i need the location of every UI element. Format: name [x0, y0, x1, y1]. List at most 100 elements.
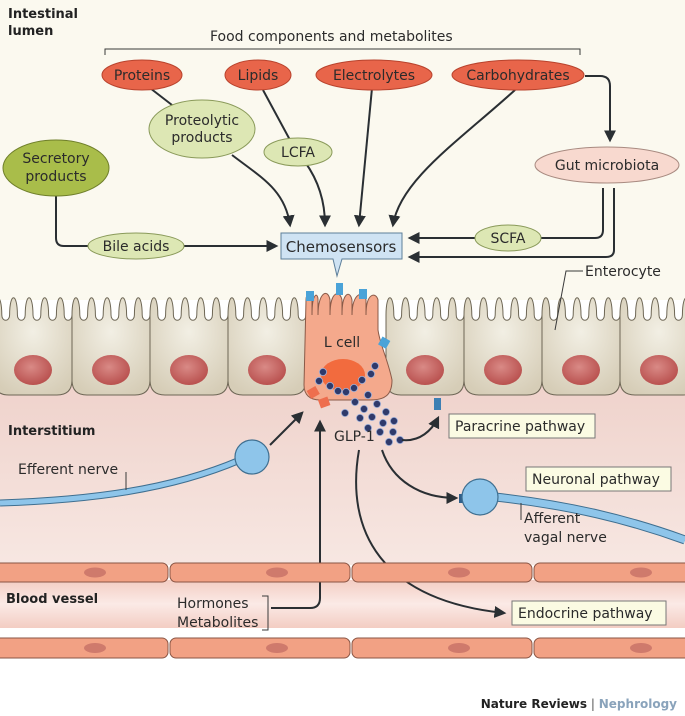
region-label-interstitium: Interstitium [8, 424, 95, 439]
endothelial-nucleus [84, 643, 106, 653]
credit-line: Nature Reviews | Nephrology [481, 697, 677, 711]
endothelial-nucleus [448, 643, 470, 653]
glp1-granule [366, 369, 375, 378]
glp1-granule [340, 408, 349, 417]
node-secretory-products[interactable]: Secretory products [2, 139, 110, 197]
endothelial-nucleus [630, 643, 652, 653]
food-items: Proteins Lipids Electrolytes Carbohydrat… [101, 59, 585, 91]
food-node-carbohydrates[interactable]: Carbohydrates [451, 59, 585, 91]
glp1-granule [349, 383, 358, 392]
glp1-granule [367, 412, 376, 421]
nucleus [170, 355, 208, 385]
food-components-label: Food components and metabolites [210, 29, 453, 45]
glp1-granule [381, 407, 390, 416]
receptor-icon [336, 283, 343, 295]
enterocyte-cell [619, 297, 685, 396]
food-node-lipids[interactable]: Lipids [224, 59, 292, 91]
neuronal-arrow [381, 449, 459, 504]
node-bile-acids[interactable]: Bile acids [87, 232, 185, 260]
glp1-granule [370, 361, 379, 370]
svg-text:Carbohydrates: Carbohydrates [466, 68, 569, 84]
glp1-label: GLP-1 [334, 429, 375, 445]
region-label-blood-vessel: Blood vessel [6, 592, 98, 607]
svg-text:Neuronal pathway: Neuronal pathway [532, 472, 660, 488]
svg-text:LCFA: LCFA [281, 145, 315, 161]
food-node-electrolytes[interactable]: Electrolytes [315, 59, 433, 91]
receptor-icon [306, 291, 314, 301]
glp1-granule [372, 399, 381, 408]
enterocyte-leader-line [554, 270, 583, 331]
bottom-background [0, 660, 685, 716]
connectors [55, 75, 616, 263]
node-scfa[interactable]: SCFA [474, 224, 542, 252]
hormones-label: Hormones [177, 596, 249, 612]
hormones-bracket [262, 595, 269, 631]
receptor-icon [359, 289, 367, 299]
node-gut-microbiota[interactable]: Gut microbiota [534, 146, 680, 184]
food-node-proteins[interactable]: Proteins [101, 59, 183, 91]
blood-vessel-walls [0, 562, 685, 659]
receptor-icon [378, 336, 391, 349]
enterocyte-label: Enterocyte [585, 264, 661, 280]
nucleus [562, 355, 600, 385]
svg-text:products: products [171, 130, 232, 146]
endocrine-arrow [355, 449, 507, 618]
nucleus [640, 355, 678, 385]
enterocyte-cell [463, 297, 543, 396]
paracrine-pathway-box[interactable]: Paracrine pathway [448, 413, 596, 439]
nucleus [92, 355, 130, 385]
glp1-granule [341, 387, 350, 396]
node-lcfa[interactable]: LCFA [263, 137, 333, 167]
svg-text:Electrolytes: Electrolytes [333, 68, 415, 84]
enterocyte-cell [71, 297, 151, 396]
afferent-vagal-nerve[interactable] [461, 478, 685, 545]
neuronal-pathway-box[interactable]: Neuronal pathway [525, 466, 672, 492]
chemosensors-box[interactable]: Chemosensors [280, 232, 403, 278]
endothelial-nucleus [266, 567, 288, 578]
svg-text:Endocrine pathway: Endocrine pathway [518, 606, 653, 622]
endothelial-cell [0, 562, 169, 583]
glp1-granules [314, 361, 404, 446]
glp1-granule [388, 427, 397, 436]
endothelial-nucleus [448, 567, 470, 578]
endocrine-pathway-box[interactable]: Endocrine pathway [511, 600, 667, 626]
endothelial-nucleus [630, 567, 652, 578]
svg-text:Bile acids: Bile acids [103, 239, 170, 255]
endothelial-cell [351, 637, 533, 659]
epithelium [0, 297, 685, 396]
node-proteolytic-products[interactable]: Proteolytic products [148, 99, 256, 159]
svg-text:Lipids: Lipids [238, 68, 279, 84]
svg-text:Secretory: Secretory [22, 151, 89, 167]
food-bracket [104, 48, 581, 55]
glp1-granule [350, 397, 359, 406]
svg-text:Chemosensors: Chemosensors [286, 238, 397, 256]
glp1-granule [314, 376, 323, 385]
endothelial-cell [533, 637, 685, 659]
glp1-granule [363, 423, 372, 432]
enterocyte-cell [149, 297, 229, 396]
endothelial-cell [169, 562, 351, 583]
efferent-nerve-label: Efferent nerve [18, 462, 118, 478]
enterocyte-cell [0, 297, 73, 396]
nucleus [248, 355, 286, 385]
svg-text:Proteolytic: Proteolytic [165, 113, 239, 129]
glp1-granule [357, 375, 366, 384]
enterocyte-cell [541, 297, 621, 396]
glp1-granule [389, 416, 398, 425]
metabolites-label: Metabolites [177, 615, 258, 631]
nucleus [406, 355, 444, 385]
efferent-nerve[interactable] [0, 439, 270, 507]
enterocyte-cell [227, 297, 307, 396]
svg-text:Proteins: Proteins [114, 68, 170, 84]
endothelial-cell [351, 562, 533, 583]
svg-text:L cell: L cell [324, 335, 360, 351]
svg-text:Paracrine pathway: Paracrine pathway [455, 419, 585, 435]
hormones-to-lcell-arrow [271, 419, 326, 609]
receptor-icon [306, 386, 320, 399]
endothelial-cell [0, 637, 169, 659]
glp1-granule [375, 427, 384, 436]
enterocyte-cell [385, 297, 465, 396]
glp1-granule [378, 418, 387, 427]
